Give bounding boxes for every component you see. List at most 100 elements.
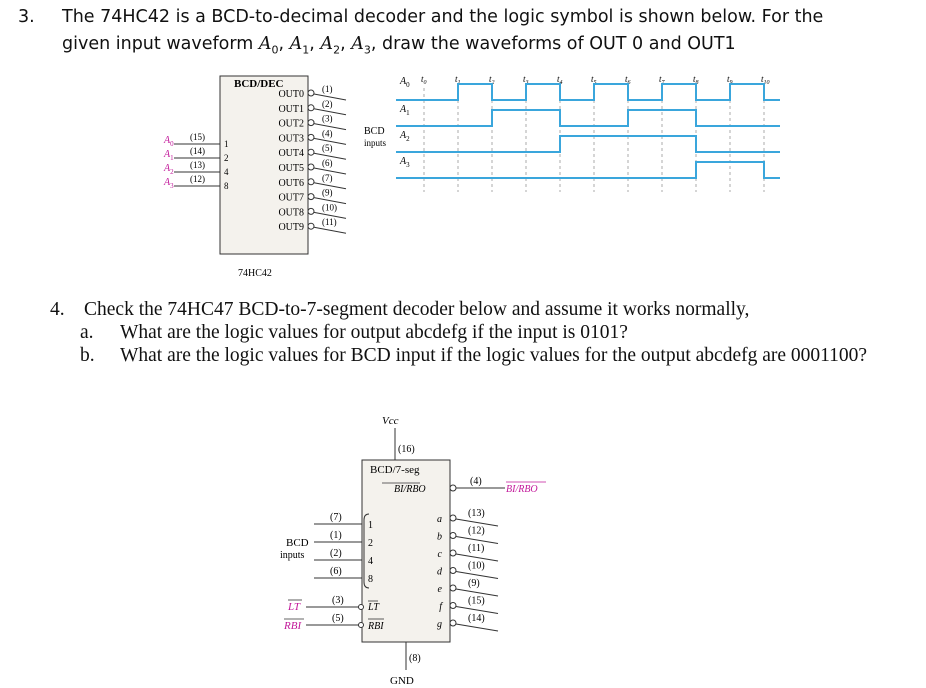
svg-text:(7): (7): [322, 173, 333, 183]
svg-text:RBI: RBI: [283, 620, 302, 632]
segment-output-f: f (15): [439, 596, 499, 614]
svg-text:A0: A0: [163, 135, 174, 148]
bi-rbo-inner-label: BI/RBO: [394, 484, 426, 495]
segment-output-b: b(12): [437, 526, 499, 544]
segment-output-g: g (14): [437, 613, 499, 632]
svg-text:(14): (14): [468, 613, 485, 624]
svg-text:2: 2: [224, 153, 229, 163]
svg-text:g: g: [437, 619, 442, 630]
time-label: t4: [557, 74, 563, 86]
question-number: 3.: [18, 7, 35, 27]
rbi-input: RBI (5) RBI: [283, 613, 384, 632]
svg-text:(6): (6): [322, 158, 333, 168]
svg-text:OUT4: OUT4: [278, 148, 304, 159]
svg-text:(2): (2): [330, 548, 342, 559]
svg-text:(9): (9): [322, 188, 333, 198]
svg-text:(13): (13): [190, 160, 205, 170]
decoder-output-out0: OUT0(1): [278, 84, 347, 101]
decoder-body: [219, 75, 309, 255]
signal-traces: [396, 83, 780, 179]
trace-a2: [396, 135, 780, 153]
gnd-pin: (8): [409, 653, 421, 664]
lt-input: LT (3) LT: [287, 595, 380, 613]
inputs-label: inputs: [364, 138, 387, 148]
vcc-pin: (16): [398, 444, 415, 455]
decoder-title: BCD/DEC: [234, 78, 284, 90]
decoder-body: [361, 459, 451, 643]
svg-text:f: f: [439, 602, 443, 613]
svg-text:(3): (3): [322, 114, 333, 124]
svg-text:(15): (15): [468, 596, 485, 607]
bcd-input-4: (2) 4: [314, 548, 373, 567]
bi-rbo-pin: (4): [470, 476, 482, 487]
svg-text:OUT1: OUT1: [278, 104, 304, 115]
svg-text:(12): (12): [190, 174, 205, 184]
segment-output-e: e(9): [438, 578, 499, 597]
svg-text:8: 8: [368, 574, 373, 585]
svg-text:b: b: [437, 532, 442, 543]
svg-text:RBI: RBI: [367, 621, 384, 632]
svg-text:LT: LT: [287, 601, 301, 613]
decoder-output-out2: OUT2(3): [278, 114, 347, 131]
segment-output-a: a (13): [437, 508, 499, 527]
time-label: t8: [693, 74, 699, 86]
svg-text:1: 1: [224, 139, 229, 149]
bcd-label: BCD: [286, 537, 309, 549]
svg-text:(13): (13): [468, 508, 485, 519]
segment-outputs: a(13)b(12)c(11)d(10)e(9)f(15)g(14): [437, 508, 499, 632]
trace-a0: [396, 83, 780, 101]
decoder-output-out6: OUT6(7): [278, 173, 347, 190]
svg-text:(7): (7): [330, 512, 342, 523]
question-text: Check the 74HC47 BCD-to-7-segment decode…: [84, 299, 750, 320]
time-label: t10: [761, 74, 770, 86]
bcd-input-1: (7)1: [314, 512, 373, 531]
svg-text:(11): (11): [468, 543, 484, 554]
svg-text:2: 2: [368, 538, 373, 549]
time-label: t6: [625, 74, 631, 86]
svg-text:(6): (6): [330, 566, 342, 577]
svg-text:A3: A3: [163, 177, 174, 190]
decoder-output-out8: OUT8(10): [278, 202, 347, 219]
bcd-inputs: (7)1(1)2(2) 4 (6) 8: [314, 512, 373, 585]
bcd-input-2: (1)2: [314, 530, 373, 549]
decoder-output-out4: OUT4(5): [278, 143, 347, 160]
svg-text:A1: A1: [163, 149, 174, 162]
svg-text:(15): (15): [190, 132, 205, 142]
svg-text:(9): (9): [468, 578, 480, 589]
decoder-74hc42-symbol: BCD/DEC A0(15)1A1(14)2A2(13)4A3(12)8 OUT…: [163, 75, 347, 279]
svg-text:LT: LT: [367, 602, 380, 613]
svg-text:OUT9: OUT9: [278, 222, 304, 233]
svg-text:c: c: [438, 549, 443, 560]
signal-name-a0: A0: [399, 76, 410, 89]
svg-text:4: 4: [368, 556, 373, 567]
decoder-output-out1: OUT1(2): [278, 99, 347, 116]
question-text-line2: given input waveform A0, A1, A2, A3, dra…: [62, 34, 736, 57]
decoder-74hc47-symbol: Vcc (16) BCD/7-seg BI/RBO (4) BI/RBO BCD…: [280, 415, 546, 687]
bi-rbo-external-label: BI/RBO: [506, 484, 538, 495]
question-text: The 74HC42 is a BCD-to-decimal decoder a…: [62, 7, 824, 27]
svg-text:(4): (4): [322, 128, 333, 138]
svg-text:OUT8: OUT8: [278, 207, 304, 218]
time-gridlines: [423, 88, 765, 192]
decoder-part-number: 74HC42: [238, 268, 272, 279]
decoder-input-a3: A3(12)8: [163, 174, 229, 191]
inputs-label: inputs: [280, 550, 305, 561]
question-number: 4.: [50, 299, 65, 320]
subquestion-b-label: b.: [80, 345, 95, 366]
svg-text:a: a: [437, 514, 442, 525]
svg-text:A2: A2: [163, 163, 174, 176]
svg-text:d: d: [437, 567, 443, 578]
segment-output-c: c (11): [438, 543, 499, 562]
decoder-output-out9: OUT9(11): [278, 217, 347, 234]
decoder-inputs: A0(15)1A1(14)2A2(13)4A3(12)8: [163, 132, 229, 191]
decoder-title: BCD/7-seg: [370, 464, 420, 476]
time-label: t0: [421, 74, 427, 86]
svg-text:(3): (3): [332, 595, 344, 606]
svg-text:(5): (5): [332, 613, 344, 624]
decoder-outputs: OUT0(1)OUT1(2)OUT2(3)OUT3(4)OUT4(5)OUT5(…: [278, 84, 347, 234]
vcc-label: Vcc: [382, 415, 399, 427]
decoder-input-a2: A2(13)4: [163, 160, 229, 177]
gnd-label: GND: [390, 675, 414, 687]
